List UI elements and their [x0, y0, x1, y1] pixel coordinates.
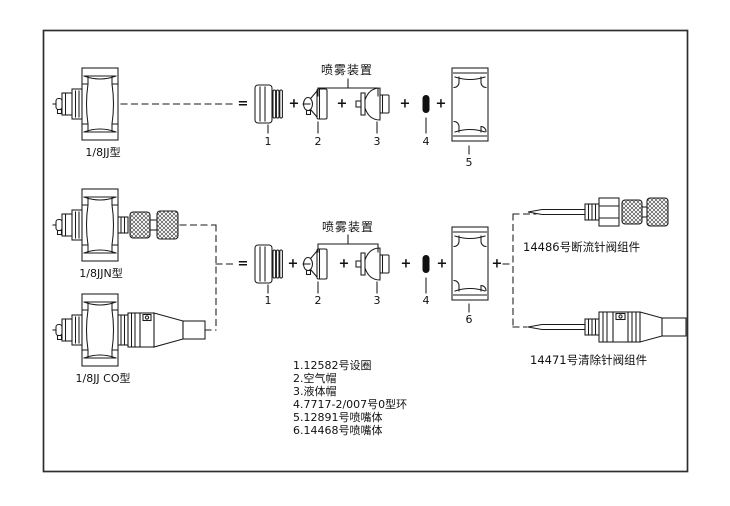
equals-sign-row1: = [237, 96, 249, 112]
model-label-jjn: 1/8JJN型 [79, 267, 123, 280]
model-label-jj: 1/8JJ型 [85, 146, 121, 159]
plus-sign: + [491, 256, 503, 272]
part-nozzle-body-6-drawing [451, 226, 489, 301]
row2-spray-device-bracket [317, 234, 379, 253]
row1-leader-lines [267, 117, 470, 155]
row1-spray-device-bracket [317, 78, 379, 97]
plus-sign: + [435, 96, 447, 112]
spray-device-label-row2: 喷雾装置 [321, 220, 375, 234]
part-air-cap-row1 [302, 88, 328, 120]
connector-jjn-jjco-dashed-lines [179, 224, 236, 331]
nozzle-jjco-drawing [52, 293, 206, 367]
plus-sign: + [400, 256, 412, 272]
part-number-callout: 2 [314, 294, 322, 307]
part-nozzle-body-5-drawing [451, 67, 489, 142]
parts-list-item: 1.12582号设圈 [293, 359, 372, 372]
part-number-callout: 4 [422, 135, 430, 148]
parts-list-item: 3.液体帽 [293, 384, 337, 398]
plus-sign: + [288, 96, 300, 112]
model-label-jjco: 1/8JJ CO型 [75, 372, 131, 385]
assembly-label-shutoff: 14486号断流针阀组件 [523, 240, 641, 254]
parts-list-item: 4.7717-2/007号0型环 [293, 397, 408, 411]
part-air-cap-row2 [302, 248, 328, 280]
plus-sign: + [338, 256, 350, 272]
plus-sign: + [399, 96, 411, 112]
spray-device-label-row1: 喷雾装置 [320, 63, 374, 77]
part-number-callout: 1 [264, 135, 272, 148]
nozzle-jj-drawing [52, 67, 119, 141]
parts-list: 1.12582号设圈 2.空气帽 3.液体帽 4.7717-2/007号0型环 … [293, 359, 408, 437]
part-fluid-cap-row1 [355, 87, 390, 121]
part-number-callout: 4 [422, 294, 430, 307]
part-retainer-ring-row2 [254, 244, 283, 284]
equals-sign-row2: = [237, 256, 249, 272]
row2-leader-lines [267, 277, 470, 313]
part-oring-row1 [421, 94, 431, 114]
plus-sign: + [436, 256, 448, 272]
part-retainer-ring-row1 [254, 84, 283, 124]
plus-sign: + [336, 96, 348, 112]
plus-sign: + [287, 256, 299, 272]
part-number-callout: 3 [373, 135, 381, 148]
needle-valve-shutoff-drawing [527, 197, 669, 227]
connector-needle-valves-dashed-lines [502, 213, 537, 328]
part-number-callout: 3 [373, 294, 381, 307]
part-fluid-cap-row2 [355, 247, 390, 281]
part-number-callout: 1 [264, 294, 272, 307]
part-oring-row2 [421, 254, 431, 274]
needle-valve-cleanout-drawing [527, 311, 687, 343]
assembly-label-cleanout: 14471号清除针阀组件 [530, 353, 648, 367]
part-number-callout: 6 [465, 313, 473, 326]
diagram-border [42, 29, 689, 473]
nozzle-jjn-drawing [52, 188, 179, 262]
parts-list-item: 6.14468号喷嘴体 [293, 423, 383, 437]
parts-list-item: 2.空气帽 [293, 371, 337, 385]
parts-list-item: 5.12891号喷嘴体 [293, 410, 383, 424]
part-number-callout: 2 [314, 135, 322, 148]
part-number-callout: 5 [465, 156, 473, 169]
